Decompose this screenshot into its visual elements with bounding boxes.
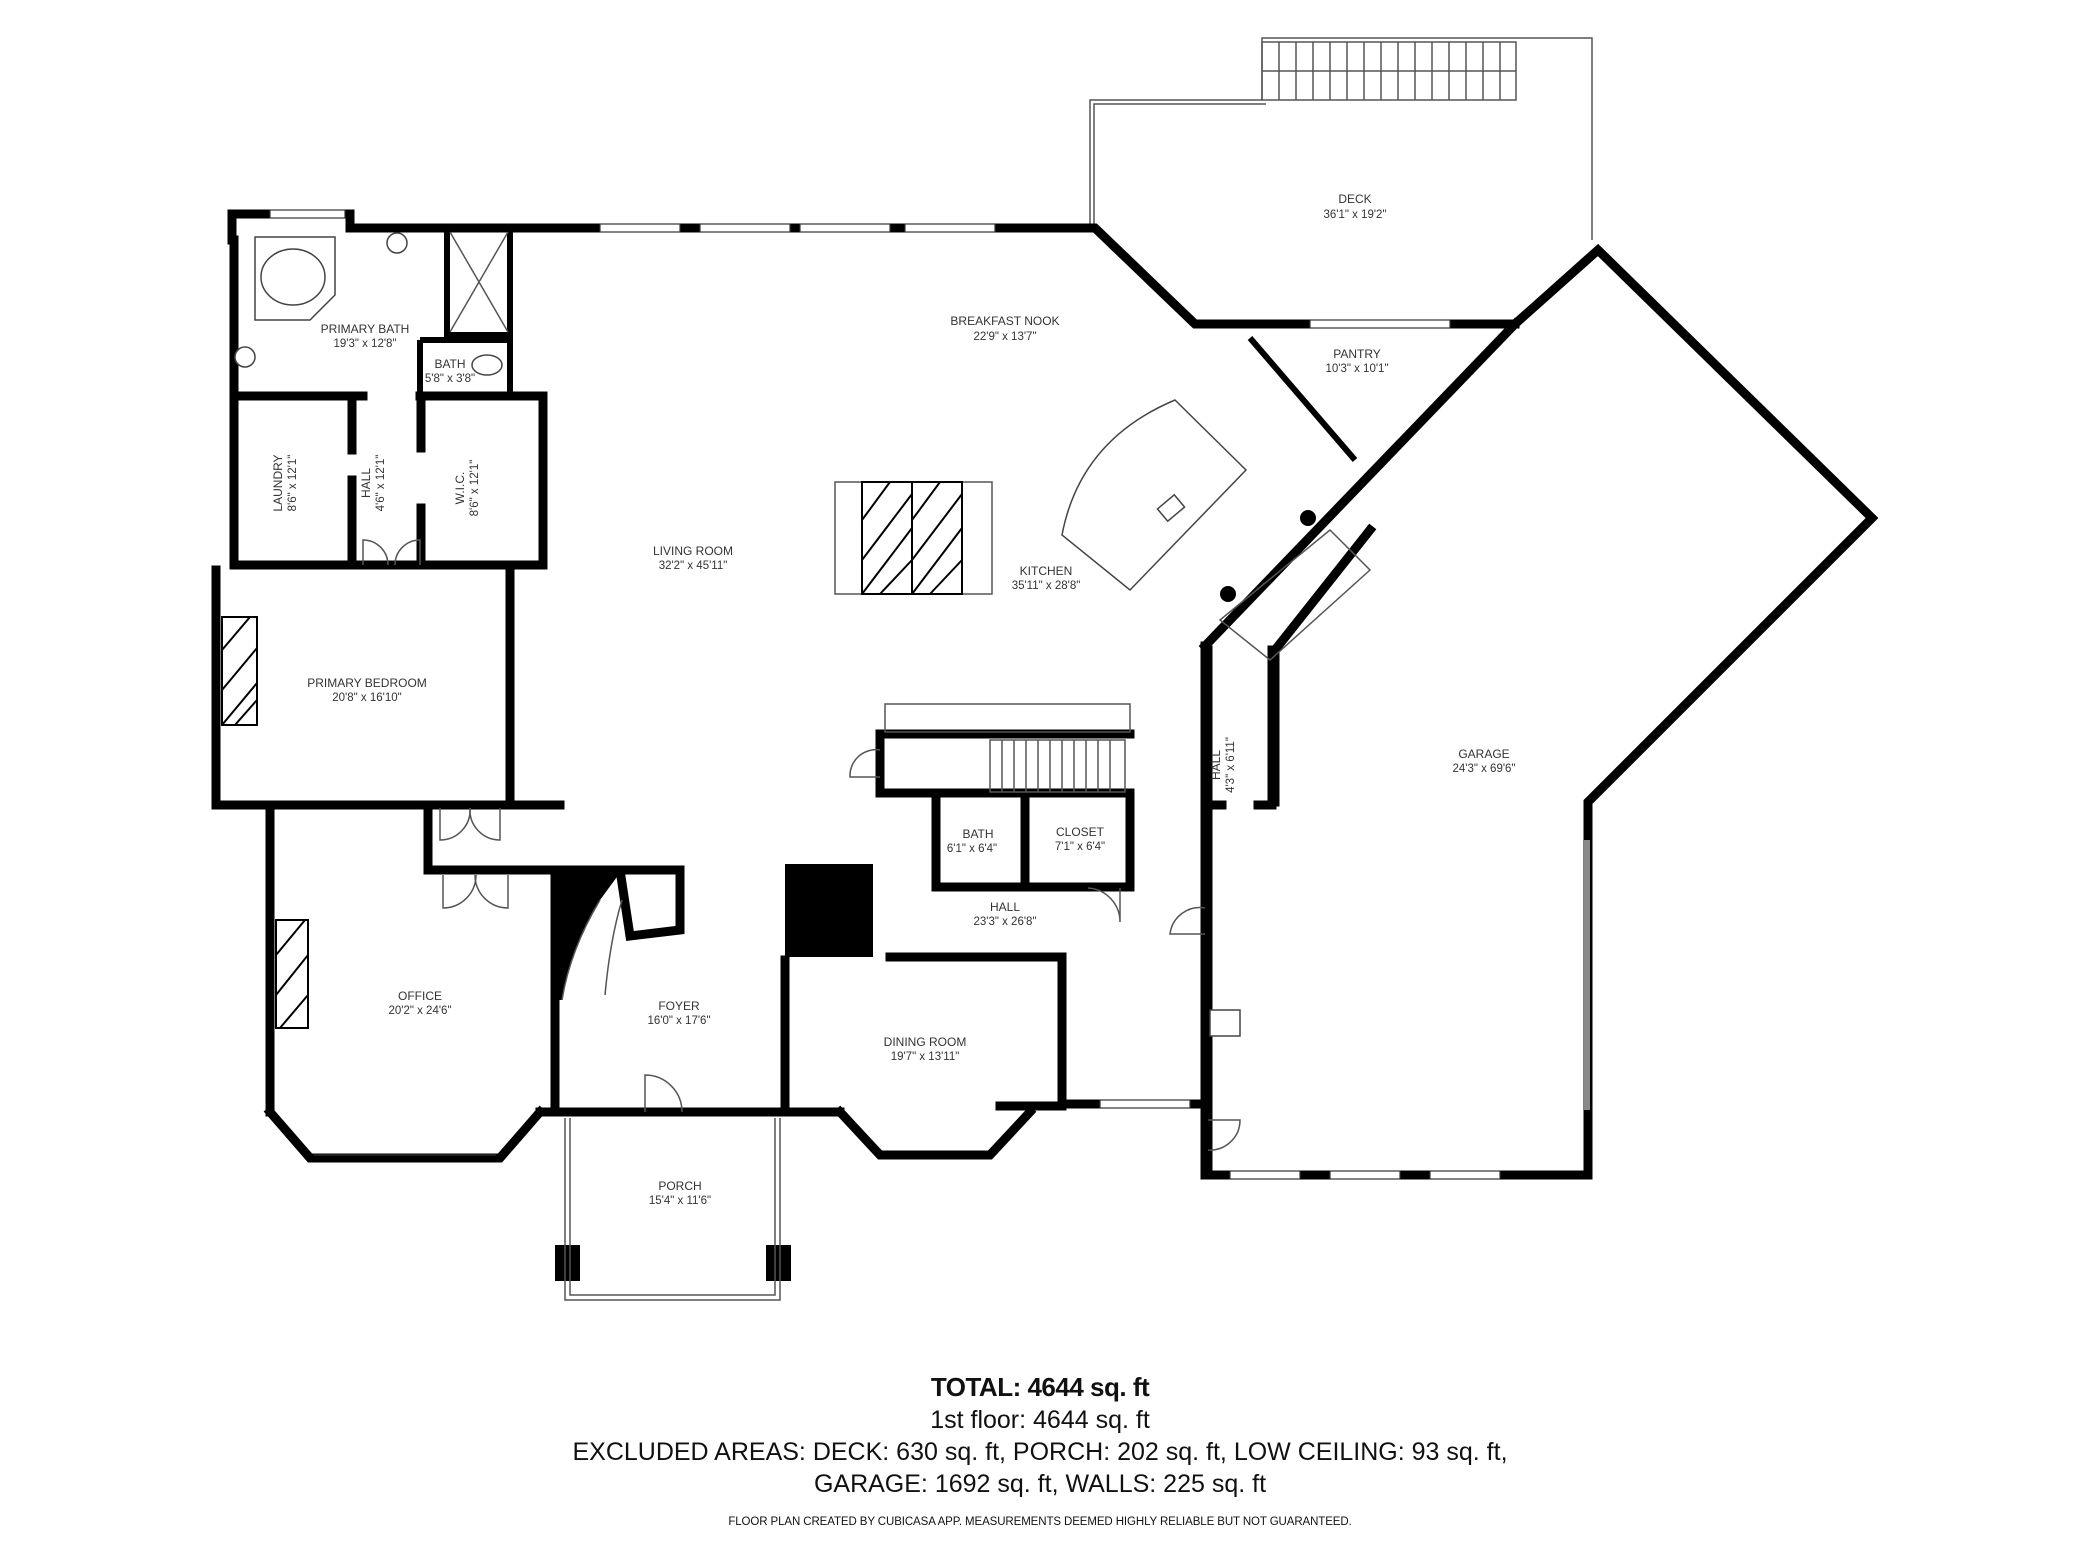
room-dims-bath-hall: 6'1" x 6'4"	[947, 843, 997, 855]
room-dims-foyer: 16'0" x 17'6"	[647, 1015, 710, 1027]
room-dims-living-room: 32'2" x 45'11"	[659, 560, 728, 572]
room-label-hall-main: HALL	[990, 900, 1020, 914]
room-label-laundry: LAUNDRY	[271, 454, 285, 511]
room-label-hall-primary: HALL	[359, 468, 373, 498]
room-label-living-room: LIVING ROOM	[653, 544, 733, 558]
room-dims-primary-bath: 19'3" x 12'8"	[333, 338, 396, 350]
room-label-kitchen: KITCHEN	[1020, 564, 1073, 578]
room-label-bath-small: BATH	[434, 357, 465, 371]
room-label-primary-bedroom: PRIMARY BEDROOM	[307, 676, 427, 690]
room-dims-kitchen: 35'11" x 28'8"	[1012, 580, 1081, 592]
windows	[269, 209, 1590, 1180]
room-dims-wic: 8'6" x 12'1"	[469, 460, 481, 517]
room-label-office: OFFICE	[398, 989, 442, 1003]
deck-stairs	[1261, 41, 1517, 101]
walls	[211, 209, 1879, 1281]
room-dims-hall-garage: 4'3" x 6'11"	[1225, 737, 1237, 793]
room-dims-hall-main: 23'3" x 26'8"	[973, 916, 1036, 928]
room-dims-breakfast-nook: 22'9" x 13'7"	[973, 331, 1036, 343]
room-dims-garage: 24'3" x 69'6"	[1452, 763, 1515, 775]
disclaimer: FLOOR PLAN CREATED BY CUBICASA APP. MEAS…	[728, 1516, 1352, 1528]
deck	[1089, 37, 1593, 240]
doors	[362, 539, 1241, 1151]
dining-bay-window	[833, 1105, 1037, 1160]
room-dims-porch: 15'4" x 11'6"	[649, 1195, 711, 1207]
room-dims-closet: 7'1" x 6'4"	[1055, 841, 1105, 853]
excluded-areas-line1: EXCLUDED AREAS: DECK: 630 sq. ft, PORCH:…	[572, 1438, 1508, 1466]
room-label-dining-room: DINING ROOM	[884, 1035, 967, 1049]
room-label-pantry: PANTRY	[1333, 347, 1381, 361]
total-area: TOTAL: 4644 sq. ft	[930, 1372, 1150, 1402]
room-dims-primary-bedroom: 20'8" x 16'10"	[332, 692, 401, 704]
room-label-primary-bath: PRIMARY BATH	[321, 322, 410, 336]
room-label-garage: GARAGE	[1458, 747, 1509, 761]
room-label-deck: DECK	[1338, 192, 1371, 206]
room-dims-pantry: 10'3" x 10'1"	[1325, 363, 1388, 375]
office-bay-window	[263, 1105, 547, 1163]
room-label-wic: W.I.C.	[453, 472, 467, 505]
fixtures	[221, 231, 1372, 1037]
room-label-bath-hall: BATH	[962, 827, 993, 841]
room-dims-hall-primary: 4'6" x 12'1"	[375, 455, 387, 512]
room-label-hall-garage: HALL	[1209, 750, 1223, 780]
room-label-breakfast-nook: BREAKFAST NOOK	[950, 314, 1059, 328]
floor-area: 1st floor: 4644 sq. ft	[930, 1406, 1150, 1434]
room-label-closet: CLOSET	[1056, 825, 1105, 839]
room-dims-dining-room: 19'7" x 13'11"	[891, 1051, 960, 1063]
room-label-porch: PORCH	[658, 1179, 701, 1193]
excluded-areas-line2: GARAGE: 1692 sq. ft, WALLS: 225 sq. ft	[813, 1470, 1267, 1498]
room-dims-office: 20'2" x 24'6"	[388, 1005, 451, 1017]
porch	[564, 1118, 781, 1301]
room-dims-deck: 36'1" x 19'2"	[1323, 209, 1386, 221]
room-dims-bath-small: 5'8" x 3'8"	[425, 373, 475, 385]
room-labels: DECK 36'1" x 19'2" BREAKFAST NOOK 22'9" …	[271, 192, 1516, 1207]
room-label-foyer: FOYER	[658, 999, 700, 1013]
room-dims-laundry: 8'6" x 12'1"	[287, 455, 299, 512]
